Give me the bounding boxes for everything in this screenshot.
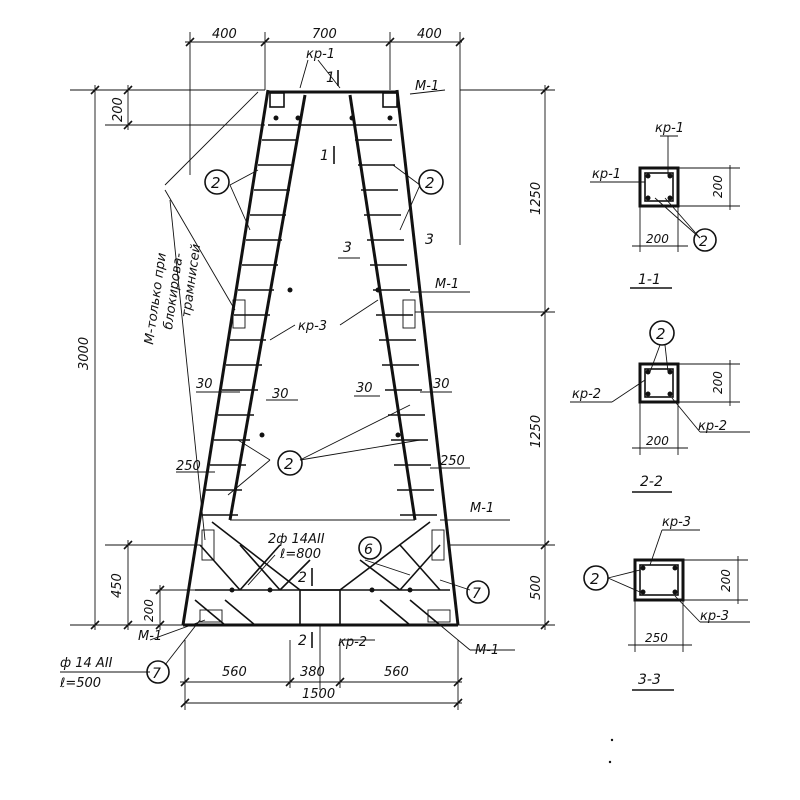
label-m1-top: М-1: [415, 79, 439, 94]
dim-left-450: 450: [110, 573, 125, 598]
callout-7-left: 7: [146, 660, 170, 684]
label-kr2-bottom: кр-2: [338, 635, 367, 650]
dim-right-upper: 1250: [529, 182, 544, 215]
label-cut1-mid: 1: [320, 148, 329, 164]
right-ladder-rungs: [355, 139, 437, 516]
base-truss: [194, 544, 451, 626]
label-cut3-right: 3: [425, 232, 434, 248]
dim-top-right: 400: [417, 27, 442, 42]
dimension-ticks: [90, 37, 550, 708]
dim-top-mid: 700: [312, 27, 337, 42]
s11-kr-top: кр-1: [655, 121, 684, 136]
s33-kr-top: кр-3: [662, 515, 691, 530]
dimension-lines: [70, 32, 555, 710]
s11-h: 200: [711, 175, 725, 198]
dim-bottom-right: 560: [384, 665, 409, 680]
s22-h: 200: [711, 371, 725, 394]
callout-6: 6: [358, 536, 382, 560]
s33-w: 250: [645, 631, 668, 645]
s33-h: 200: [719, 569, 733, 592]
dim-right-lower: 500: [529, 575, 544, 600]
left-ladder-rungs: [202, 139, 298, 516]
label-kr3-mid: кр-3: [298, 319, 327, 334]
frame-elevation: [181, 89, 460, 627]
svg-text:2: 2: [656, 325, 666, 343]
label-anchor-spec-2: ℓ=500: [59, 676, 101, 691]
callout-2-upper-right: 2: [418, 169, 444, 195]
dim-left-200-low: 200: [142, 599, 156, 622]
section-2-2: [570, 344, 750, 493]
label-cut1-top: 1: [326, 70, 335, 86]
s22-callout: 2: [649, 320, 675, 346]
s33-title: 3-3: [638, 672, 661, 688]
s33-kr-right: кр-3: [700, 609, 729, 624]
s11-title: 1-1: [638, 272, 661, 288]
s22-w: 200: [646, 434, 669, 448]
label-250-right: 250: [440, 454, 465, 469]
svg-text:2: 2: [211, 174, 221, 192]
label-m1-low-left: М-1: [138, 629, 162, 644]
label-cut2-mid: 2: [298, 570, 307, 586]
svg-text:7: 7: [472, 586, 481, 602]
label-kr1-top: кр-1: [306, 47, 335, 62]
svg-text:6: 6: [364, 542, 373, 558]
label-m1-bottom-right: М-1: [475, 643, 499, 658]
label-cut3-left: 3: [343, 240, 352, 256]
dim-bottom-left: 560: [222, 665, 247, 680]
label-cut2-bottom: 2: [298, 633, 307, 649]
bar-dots: [229, 115, 413, 593]
label-30-right-a: 30: [356, 381, 373, 396]
label-bar-spec-1: 2ф 14АII: [268, 532, 325, 547]
svg-text:2: 2: [284, 455, 294, 473]
label-30-right-b: 30: [433, 377, 450, 392]
svg-text:2: 2: [590, 570, 600, 588]
section-1-1: [590, 135, 740, 289]
svg-text:7: 7: [152, 666, 161, 682]
label-m1-mid: М-1: [435, 277, 459, 292]
s11-w: 200: [646, 232, 669, 246]
label-m1-low-right: М-1: [470, 501, 494, 516]
dim-left-200: 200: [111, 97, 126, 122]
svg-text:2: 2: [425, 174, 435, 192]
label-anchor-spec-1: ф 14 АII: [60, 656, 113, 671]
callout-2-lower: 2: [277, 450, 303, 476]
leader-lines: [60, 59, 515, 673]
s22-kr-right: кр-2: [698, 419, 727, 434]
label-30-left-a: 30: [196, 377, 213, 392]
section-3-3: [607, 529, 750, 691]
dim-bottom-total: 1500: [302, 687, 335, 702]
label-250-left: 250: [176, 459, 201, 474]
dim-bottom-mid: 380: [300, 665, 325, 680]
s11-kr-left: кр-1: [592, 167, 621, 182]
s22-kr-left: кр-2: [572, 387, 601, 402]
dim-total-height: 3000: [77, 337, 92, 370]
embedded-plates: [201, 92, 445, 561]
dim-right-middle: 1250: [529, 415, 544, 448]
s22-title: 2-2: [640, 474, 663, 490]
dim-top-left: 400: [212, 27, 237, 42]
label-bar-spec-2: ℓ=800: [279, 547, 321, 562]
svg-text:2: 2: [699, 234, 708, 250]
s33-callout: 2: [583, 565, 609, 591]
callout-2-upper-left: 2: [204, 169, 230, 195]
s11-callout: 2: [693, 228, 717, 252]
callout-7-right: 7: [466, 580, 490, 604]
label-30-left-b: 30: [272, 387, 289, 402]
